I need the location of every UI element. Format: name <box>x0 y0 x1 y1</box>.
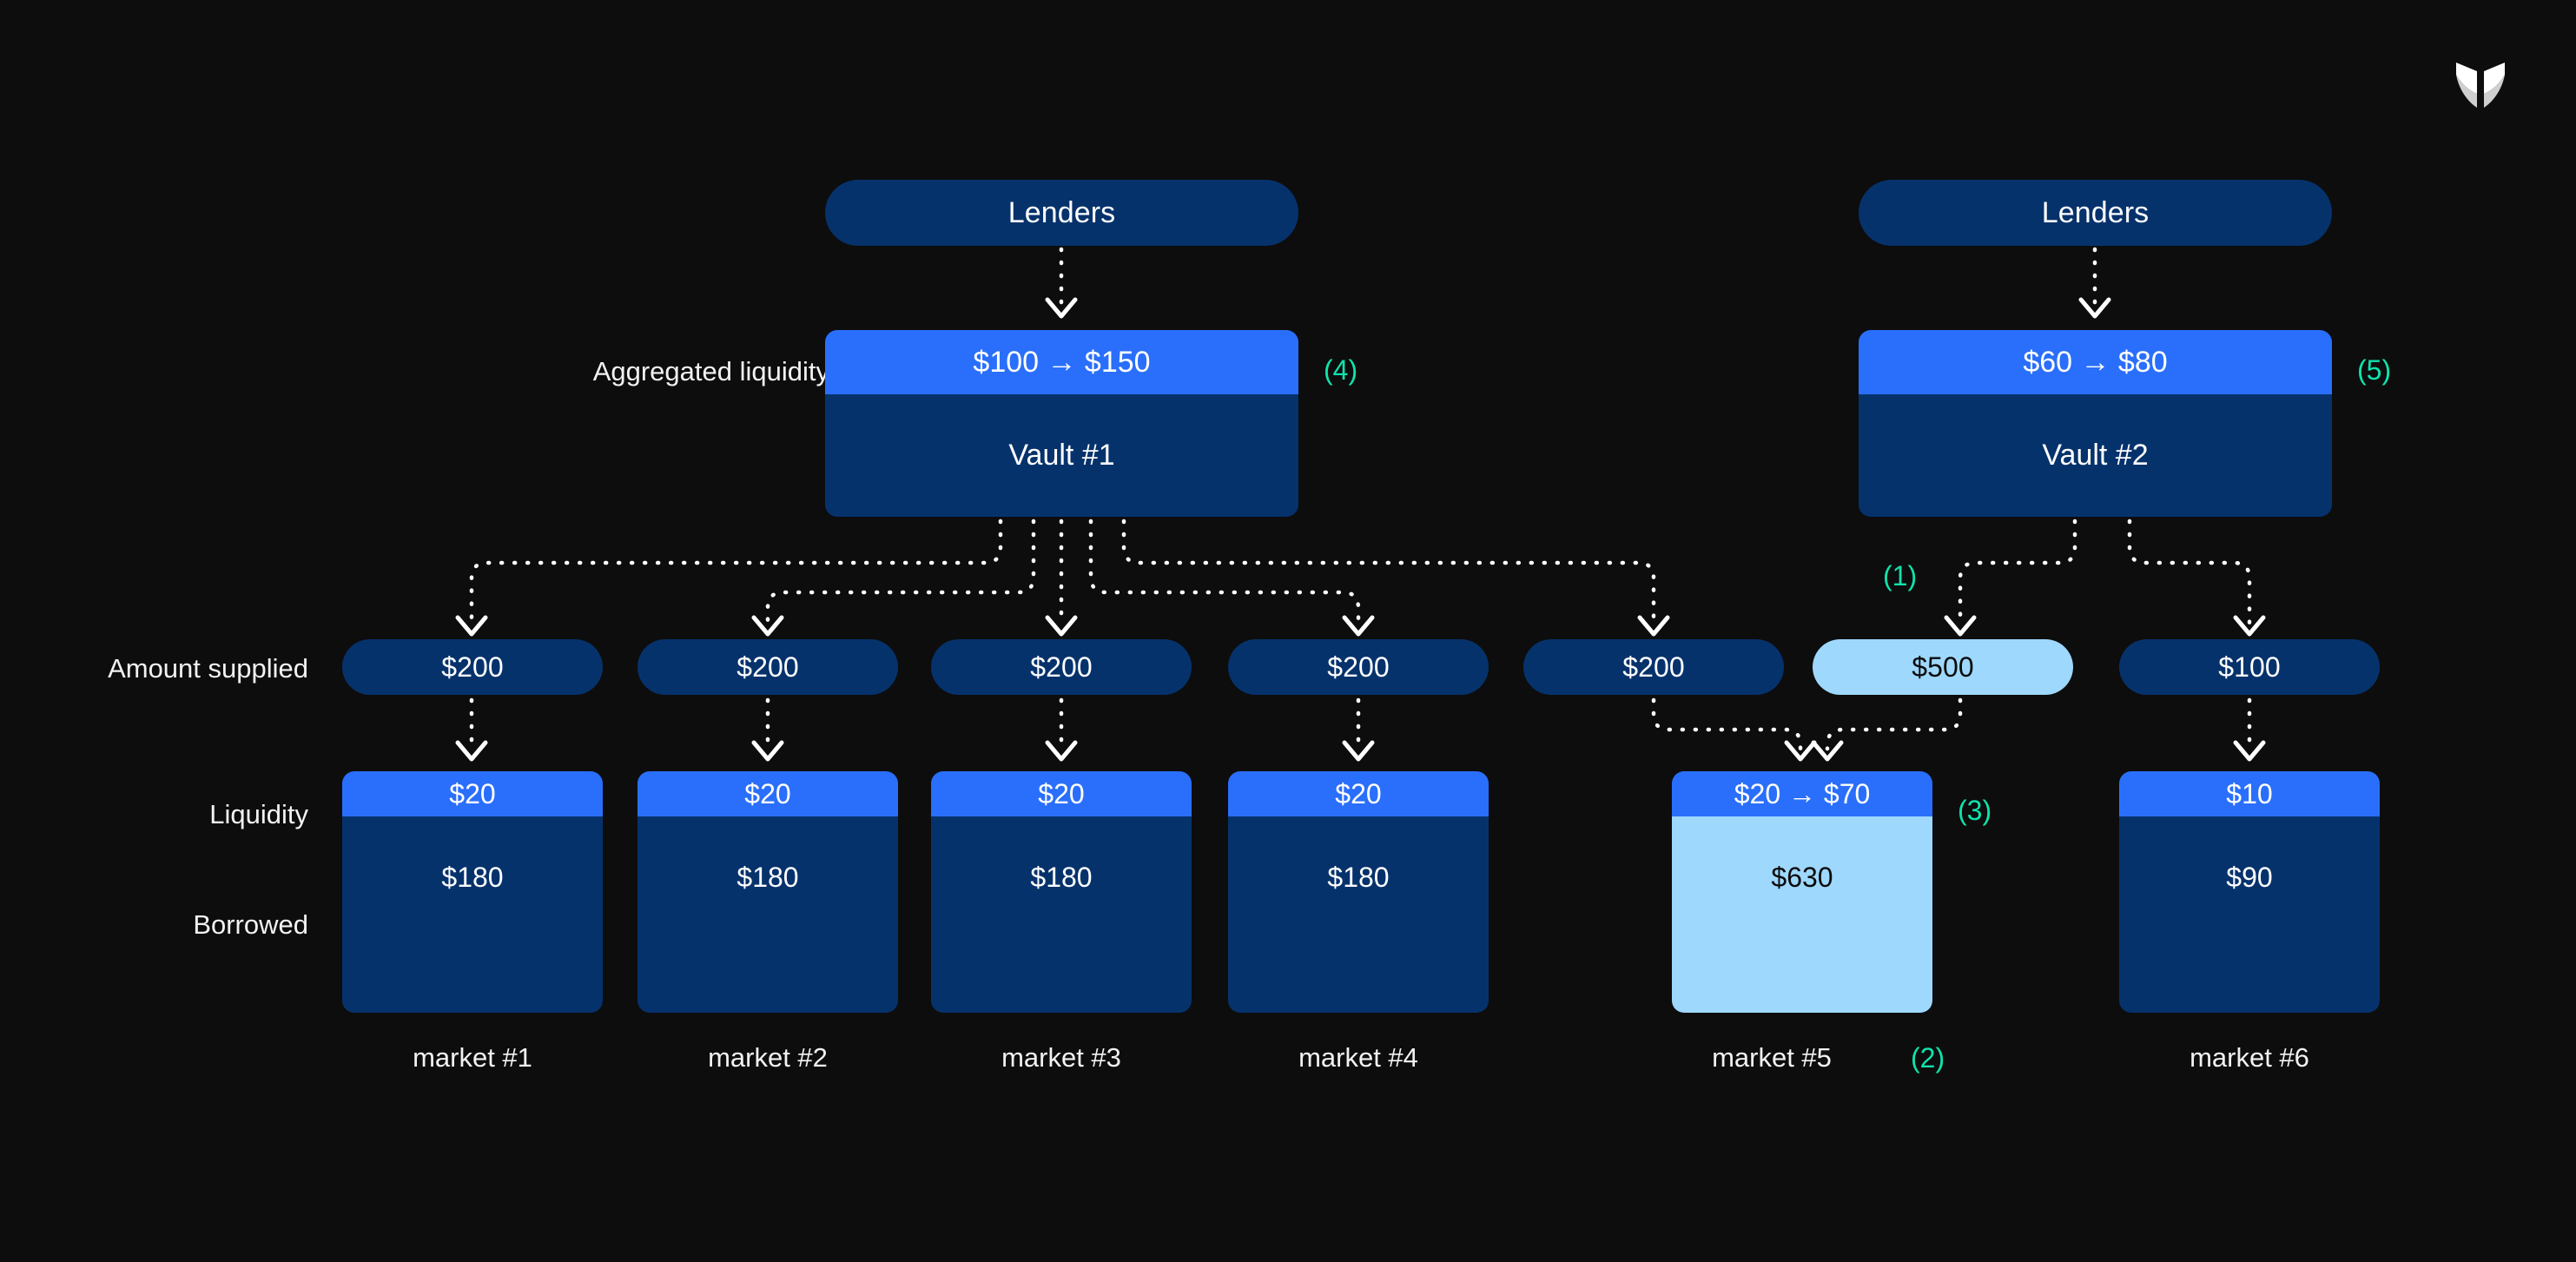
market-6-box[interactable]: $10 $90 <box>2119 771 2380 1013</box>
market-1-liquidity: $20 <box>342 771 603 816</box>
supplied-pill-5[interactable]: $200 <box>1523 639 1784 695</box>
supplied-pill-6-highlighted[interactable]: $500 <box>1813 639 2073 695</box>
market-3-liquidity: $20 <box>931 771 1192 816</box>
row-label-liquidity: Liquidity <box>209 799 308 829</box>
market-1-box[interactable]: $20 $180 <box>342 771 603 1013</box>
market-3-box[interactable]: $20 $180 <box>931 771 1192 1013</box>
market-2-liquidity: $20 <box>637 771 898 816</box>
vault-1-liquidity: $100 → $150 <box>825 330 1298 394</box>
market-4-liquidity: $20 <box>1228 771 1489 816</box>
market-2-box[interactable]: $20 $180 <box>637 771 898 1013</box>
supplied-pill-7[interactable]: $100 <box>2119 639 2380 695</box>
market-4-box[interactable]: $20 $180 <box>1228 771 1489 1013</box>
supplied-pill-4[interactable]: $200 <box>1228 639 1489 695</box>
row-label-amount-supplied: Amount supplied <box>108 653 308 684</box>
market-1-caption: market #1 <box>413 1042 532 1073</box>
market-1-borrowed: $180 <box>342 816 603 1013</box>
supplied-pill-2[interactable]: $200 <box>637 639 898 695</box>
market-2-borrowed: $180 <box>637 816 898 1013</box>
vault-1-box[interactable]: $100 → $150 Vault #1 <box>825 330 1298 517</box>
market-2-caption: market #2 <box>708 1042 828 1073</box>
lenders-pill-vault-1[interactable]: Lenders <box>825 180 1298 246</box>
market-5-box-highlighted[interactable]: $20 → $70 $630 <box>1672 771 1932 1013</box>
vault-2-name: Vault #2 <box>1859 394 2332 517</box>
row-label-aggregated-liquidity: Aggregated liquidity <box>592 356 829 387</box>
step-marker-4: (4) <box>1324 354 1358 386</box>
vault-2-box[interactable]: $60 → $80 Vault #2 <box>1859 330 2332 517</box>
step-marker-5: (5) <box>2357 354 2392 386</box>
step-marker-2: (2) <box>1911 1042 1945 1074</box>
market-6-liquidity: $10 <box>2119 771 2380 816</box>
step-marker-1: (1) <box>1883 560 1918 591</box>
market-3-borrowed: $180 <box>931 816 1192 1013</box>
row-label-borrowed: Borrowed <box>193 909 308 940</box>
lenders-pill-vault-2[interactable]: Lenders <box>1859 180 2332 246</box>
vault-1-name: Vault #1 <box>825 394 1298 517</box>
market-3-caption: market #3 <box>1001 1042 1121 1073</box>
market-4-borrowed: $180 <box>1228 816 1489 1013</box>
morpho-butterfly-logo <box>2453 59 2508 111</box>
market-6-caption: market #6 <box>2190 1042 2309 1073</box>
supplied-pill-3[interactable]: $200 <box>931 639 1192 695</box>
market-5-liquidity: $20 → $70 <box>1672 771 1932 816</box>
market-5-caption: market #5 <box>1712 1042 1832 1073</box>
vault-2-liquidity: $60 → $80 <box>1859 330 2332 394</box>
supplied-pill-1[interactable]: $200 <box>342 639 603 695</box>
market-4-caption: market #4 <box>1298 1042 1418 1073</box>
market-6-borrowed: $90 <box>2119 816 2380 1013</box>
market-5-borrowed: $630 <box>1672 816 1932 1013</box>
step-marker-3: (3) <box>1958 795 1992 826</box>
